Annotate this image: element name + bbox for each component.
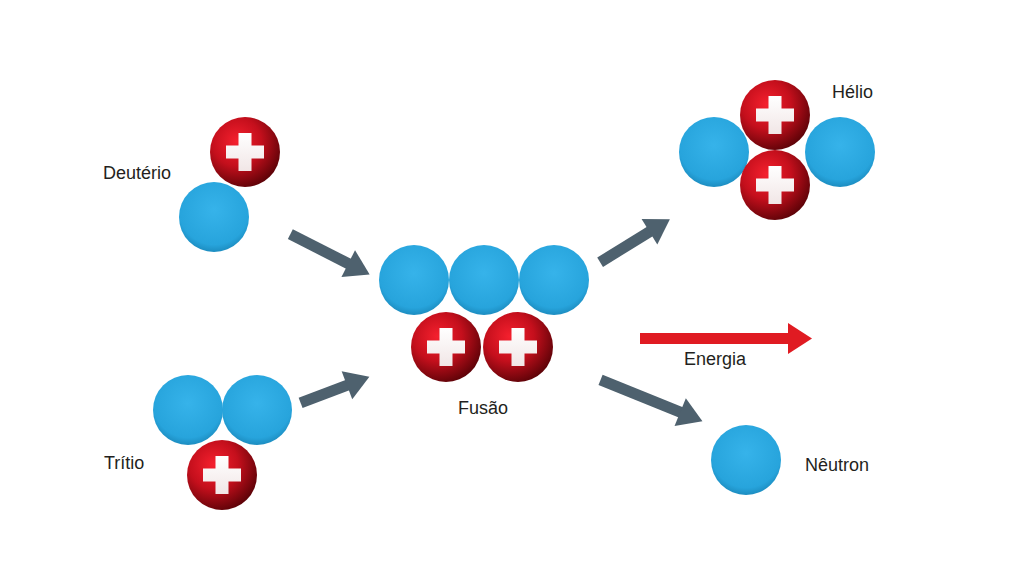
arrow-head: [675, 398, 703, 426]
proton-circle: [740, 150, 810, 220]
neutron-circle: [711, 425, 781, 495]
proton-circle: [740, 80, 810, 150]
particle-label: Hélio: [832, 81, 873, 103]
plus-symbol: [226, 133, 264, 171]
arrow-shaft: [601, 380, 682, 413]
neutron-circle: [222, 375, 292, 445]
proton-circle: [187, 440, 257, 510]
reaction-arrow: [600, 219, 670, 262]
particle-label: Fusão: [458, 397, 508, 419]
neutron-circle: [519, 245, 589, 315]
particle-group: Fusão: [375, 243, 595, 423]
arrow-shaft: [301, 385, 349, 403]
particle-group: Nêutron: [708, 422, 893, 500]
particle-label: Nêutron: [805, 454, 869, 476]
particle-group: Trítio: [100, 372, 295, 512]
neutron-circle: [379, 245, 449, 315]
neutron-circle: [153, 375, 223, 445]
neutron-circle: [449, 245, 519, 315]
particle-label: Trítio: [104, 452, 144, 474]
plus-symbol: [427, 328, 465, 366]
particle-group: Deutério: [100, 112, 285, 257]
energy-label: Energia: [684, 348, 746, 370]
neutron-circle: [679, 117, 749, 187]
arrow-head: [642, 219, 670, 245]
proton-circle: [483, 312, 553, 382]
neutron-circle: [179, 182, 249, 252]
reaction-arrow: [290, 234, 369, 277]
arrow-head: [341, 250, 369, 277]
plus-symbol: [499, 328, 537, 366]
particle-group: Hélio: [675, 75, 890, 225]
reaction-arrow: [301, 371, 370, 403]
proton-circle: [210, 117, 280, 187]
proton-circle: [411, 312, 481, 382]
particle-cluster: [375, 243, 595, 423]
arrow-head: [342, 371, 370, 399]
plus-symbol: [756, 166, 794, 204]
plus-symbol: [203, 456, 241, 494]
energy-arrow-shaft: [640, 333, 790, 344]
arrow-shaft: [290, 234, 350, 264]
particle-cluster: [100, 372, 295, 512]
arrow-shaft: [600, 231, 651, 262]
energy-arrow-head: [788, 323, 812, 354]
particle-label: Deutério: [103, 162, 171, 184]
particle-cluster: [100, 112, 285, 257]
reaction-arrow: [601, 380, 703, 426]
neutron-circle: [805, 117, 875, 187]
plus-symbol: [756, 96, 794, 134]
